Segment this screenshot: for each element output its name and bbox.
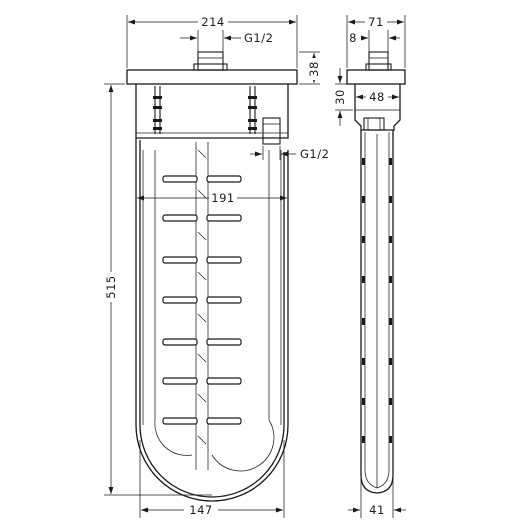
dim-front-bottom-width: 147 [189, 503, 212, 517]
dim-front-inner-width: 191 [211, 191, 234, 205]
side-view [346, 51, 406, 494]
dim-side-overall-depth: 71 [368, 15, 384, 29]
front-housing-body [135, 84, 289, 139]
front-side-outlet [262, 117, 281, 145]
front-cartridge-body [135, 138, 289, 502]
dim-front-top-height: 38 [307, 61, 321, 77]
dim-front-outlet-thread: G1/2 [300, 147, 329, 161]
dim-front-top-width: 214 [201, 15, 224, 29]
dim-side-body-width: 48 [369, 90, 385, 104]
front-inlet-connector [197, 51, 224, 71]
front-top-plate [126, 69, 298, 85]
dim-side-height: 30 [333, 89, 347, 105]
front-inlet-connector-base [193, 63, 228, 71]
side-top-plate [346, 69, 406, 85]
side-inlet-connector [368, 51, 389, 71]
front-clip-right [248, 86, 257, 134]
dim-front-overall-height: 515 [104, 275, 118, 298]
front-view [126, 51, 298, 502]
dim-side-bottom-width: 41 [369, 503, 385, 517]
front-ribs [162, 175, 242, 425]
front-dimensions: 214 G1/2 38 G1/2 191 515 [103, 14, 329, 518]
front-clip-left [153, 86, 162, 134]
side-dimensions: 71 8 30 48 41 [333, 14, 406, 518]
side-cartridge-body [360, 130, 394, 494]
dim-side-inlet-offset: 8 [349, 31, 357, 45]
side-rib-marks [362, 158, 392, 443]
dim-front-inlet-thread: G1/2 [244, 31, 273, 45]
